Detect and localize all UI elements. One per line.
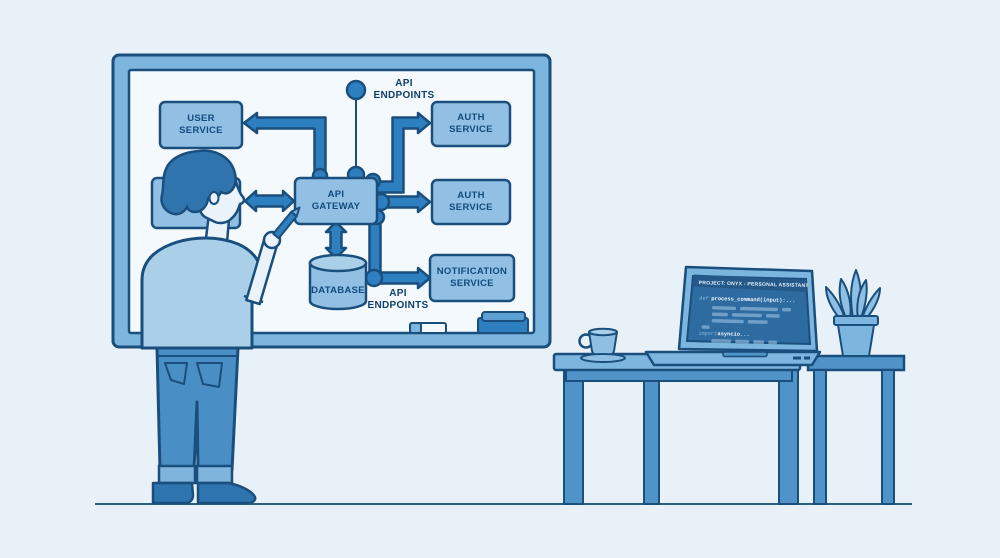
node-auth-service-mid	[430, 178, 512, 226]
screen-title-text: PROJECT: ONYX - PERSONAL ASSISTANT	[699, 280, 809, 289]
database-cylinder-top	[308, 253, 368, 273]
code-line2-text: asyncio...	[717, 331, 750, 338]
node-auth-service-mid-label-1: AUTH	[457, 190, 485, 201]
arrow-gateway-to-auth-top	[373, 111, 432, 194]
side-table-leg-left	[813, 369, 827, 505]
node-user-service-label-2: SERVICE	[179, 125, 223, 136]
laptop-port-1	[793, 356, 801, 360]
plant-leaf-right	[856, 279, 868, 319]
plant-leaf-outer-left	[825, 286, 846, 320]
person-hair	[160, 149, 237, 216]
shoe-right	[196, 481, 257, 505]
person-ear	[208, 191, 220, 205]
endpoint-top-label-1: API	[395, 78, 413, 89]
potted-plant	[825, 269, 881, 357]
laptop-base-notch	[722, 351, 768, 358]
node-user-service	[158, 100, 244, 150]
node-notification-service	[428, 253, 516, 303]
jeans-cuff-right	[195, 464, 234, 485]
laptop-screen-content: PROJECT: ONYX - PERSONAL ASSISTANT def p…	[693, 274, 809, 345]
endpoint-bottom-label-2: ENDPOINTS	[367, 300, 428, 311]
node-auth-service-top	[430, 100, 512, 148]
coffee-cup	[578, 327, 626, 363]
jeans-pocket-right	[196, 362, 223, 388]
dot-notification-path	[364, 268, 384, 288]
desk-leg-left	[563, 369, 584, 505]
code-blur-tokens	[701, 306, 792, 329]
endpoint-top-label-2: ENDPOINTS	[373, 90, 434, 101]
person-tshirt	[140, 236, 264, 350]
pen-tip	[290, 206, 301, 218]
marker-cap	[409, 322, 422, 334]
node-api-gateway-label-1: API	[328, 189, 345, 200]
plant-leaf-outer-right	[861, 287, 881, 320]
side-table-leg-right	[881, 369, 895, 505]
laptop: PROJECT: ONYX - PERSONAL ASSISTANT def p…	[644, 265, 822, 367]
node-auth-service-top-label-2: SERVICE	[449, 124, 493, 135]
person	[140, 149, 301, 505]
node-api-gateway-label-2: GATEWAY	[312, 201, 361, 212]
code-line1-text: process_command(input):...	[711, 296, 795, 304]
desk-apron	[565, 369, 793, 382]
shoe-left	[151, 481, 195, 505]
node-notification-service-label-2: SERVICE	[450, 278, 494, 289]
arrow-gateway-left-double	[243, 189, 296, 213]
plant-pot-body	[837, 324, 875, 357]
node-database: DATABASE	[308, 253, 368, 311]
database-cylinder-body	[308, 261, 368, 311]
node-user-service-label-1: USER	[187, 113, 215, 124]
code-line2-keyword: import	[698, 331, 717, 337]
endpoint-annotations: API ENDPOINTS API ENDPOINTS	[367, 78, 434, 311]
node-api-gateway	[293, 176, 379, 226]
desk-leg-right	[778, 369, 799, 505]
node-database-label: DATABASE	[311, 285, 365, 296]
endpoint-bottom-label-1: API	[389, 288, 407, 299]
eraser-top	[481, 311, 526, 322]
side-table-top	[806, 354, 906, 372]
node-auth-service-top-label-1: AUTH	[457, 112, 485, 123]
code-blur-tokens-bottom	[711, 339, 778, 345]
screen-title-bar	[693, 274, 807, 292]
node-auth-service-mid-label-2: SERVICE	[449, 202, 493, 213]
whiteboard-tray-items	[409, 311, 529, 334]
node-notification-service-label-1: NOTIFICATION	[437, 266, 507, 277]
cup-rim	[588, 327, 618, 337]
endpoint-circle-top	[345, 79, 367, 101]
desk-leg-middle	[643, 369, 660, 505]
code-line1-keyword: def	[699, 296, 708, 302]
plant-pot-rim	[833, 315, 879, 326]
jeans-cuff-left	[157, 464, 197, 485]
jeans-pocket-left	[164, 362, 188, 385]
laptop-port-2	[804, 356, 810, 360]
saucer	[580, 353, 626, 363]
arrow-gateway-database-double	[324, 220, 348, 260]
plant-leaf-left	[838, 278, 852, 319]
